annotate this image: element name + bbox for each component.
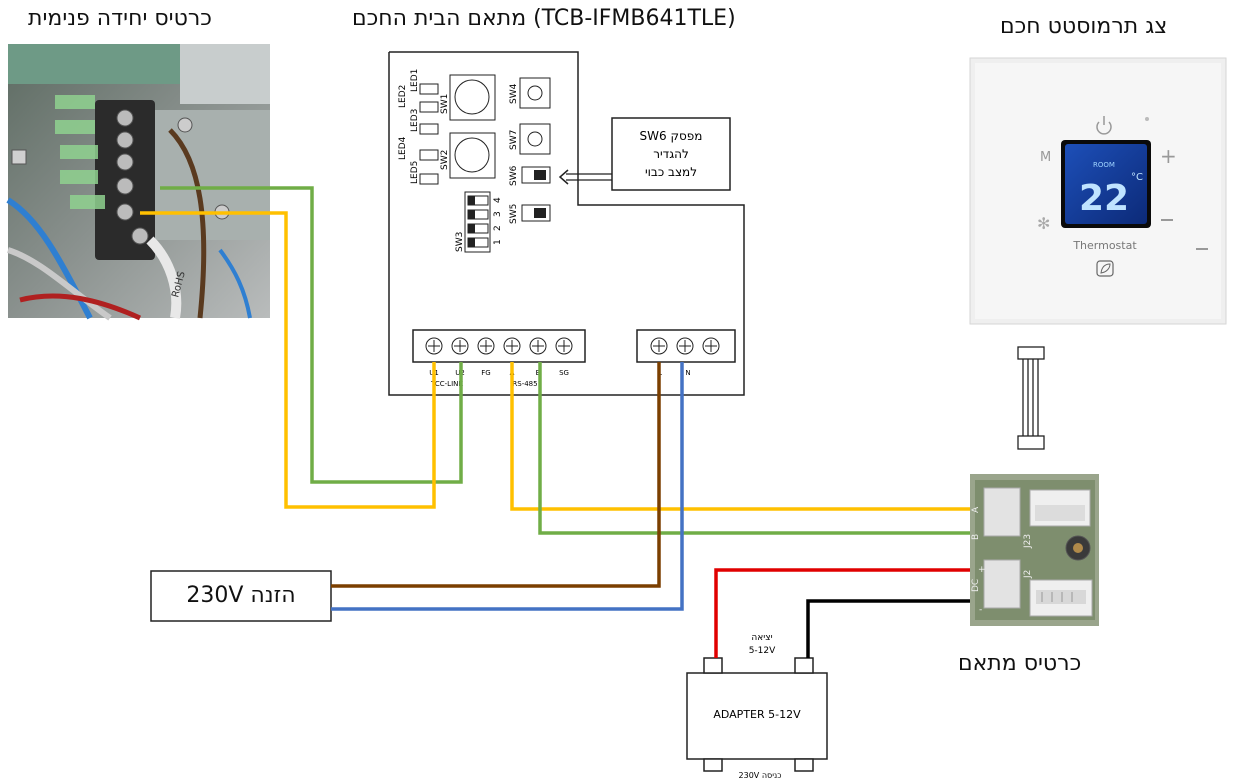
- wire-red-dc-plus: [714, 568, 970, 658]
- adapter-card-title: כרטיס מתאם: [958, 651, 1082, 676]
- dip-1: 1: [493, 239, 503, 245]
- psu-input-label: כניסה 230V: [739, 771, 782, 780]
- wire-green-rs485: [538, 362, 970, 535]
- terminal-fg: FG: [481, 369, 490, 377]
- temperature-unit: °C: [1131, 172, 1143, 183]
- rs485-label: RS-485: [512, 380, 537, 388]
- psu-label: ADAPTER 5-12V: [713, 708, 801, 721]
- fan-icon: ✻: [1037, 214, 1050, 233]
- power-icon: [1096, 116, 1112, 135]
- sw4-label: SW4: [509, 83, 519, 104]
- power-supply-box: [150, 570, 332, 622]
- minus-icon-outer: [1196, 248, 1208, 250]
- led4-label: LED4: [398, 136, 408, 160]
- wire-blue-neutral: [331, 362, 684, 611]
- thermostat-panel: M ✻ + ROOM 22 °C Thermostat: [969, 57, 1227, 325]
- thermostat-brand: Thermostat: [1072, 239, 1137, 252]
- indoor-board-photo: RoHS: [6, 44, 270, 321]
- dip-4: 4: [493, 197, 503, 203]
- wire-brown-live: [331, 362, 661, 588]
- dip-2: 2: [493, 225, 503, 231]
- led2-label: LED2: [398, 85, 408, 108]
- leaf-icon: [1096, 260, 1114, 277]
- plus-icon: +: [1160, 144, 1177, 168]
- sw3-label: SW3: [455, 232, 465, 252]
- thermostat-panel-title: צג תרמוסטט חכם: [1000, 14, 1168, 39]
- card-label-a: A: [971, 506, 981, 513]
- ribbon-cable: [1017, 346, 1045, 450]
- sw1-label: SW1: [440, 94, 450, 114]
- callout-line1: מפסק SW6: [640, 129, 703, 143]
- card-label-j23: J23: [1023, 534, 1033, 549]
- sw2-label: SW2: [440, 150, 450, 170]
- mode-button-label: M: [1040, 150, 1051, 165]
- indoor-board-title: כרטיס יחידה פנימית: [28, 6, 212, 31]
- card-label-minus: -: [979, 605, 982, 615]
- psu-output-label: יציאה: [751, 633, 772, 643]
- wire-black-dc-minus: [806, 599, 970, 658]
- callout-line2: להגדיר: [653, 147, 689, 161]
- sw6-label: SW6: [509, 165, 519, 186]
- smart-home-adapter-title: (TCB-IFMB641TLE) מתאם הבית החכם: [352, 6, 736, 31]
- terminal-b: B: [536, 369, 541, 377]
- wire-yellow-tcc: [140, 211, 436, 509]
- sw6-callout: [611, 117, 731, 191]
- terminal-n: N: [685, 369, 690, 377]
- power-supply-label: הזנה 230V: [186, 583, 296, 608]
- card-label-dc: DC: [971, 579, 981, 592]
- adapter-card-photo: A B J2 J23 DC + -: [970, 474, 1099, 626]
- terminal-sg: SG: [559, 369, 569, 377]
- sw7-label: SW7: [509, 130, 519, 150]
- led1-label: LED1: [410, 69, 420, 92]
- psu-output-value: 5-12V: [749, 646, 776, 656]
- sw5-label: SW5: [509, 204, 519, 224]
- temperature-readout: 22: [1079, 178, 1129, 219]
- card-label-plus: +: [978, 565, 986, 575]
- minus-icon: [1161, 219, 1173, 221]
- card-label-j2: J2: [1023, 570, 1033, 579]
- terminal-screws: [425, 337, 573, 355]
- smart-home-adapter-box: LED1 LED2 LED3 LED4 LED5 SW1 SW2 SW4 SW7…: [388, 51, 745, 396]
- wire-green-tcc: [160, 186, 463, 484]
- card-label-b: B: [971, 534, 981, 540]
- tcc-link-label: TCC-LINK: [430, 380, 463, 388]
- wire-yellow-rs485: [510, 362, 970, 511]
- dip-3: 3: [493, 211, 503, 217]
- led5-label: LED5: [410, 161, 420, 184]
- led3-label: LED3: [410, 109, 420, 132]
- psu-adapter: ADAPTER 5-12V יציאה 5-12V כניסה 230V: [686, 633, 828, 780]
- room-label: ROOM: [1093, 161, 1115, 169]
- callout-line3: למצב כבוי: [645, 165, 697, 179]
